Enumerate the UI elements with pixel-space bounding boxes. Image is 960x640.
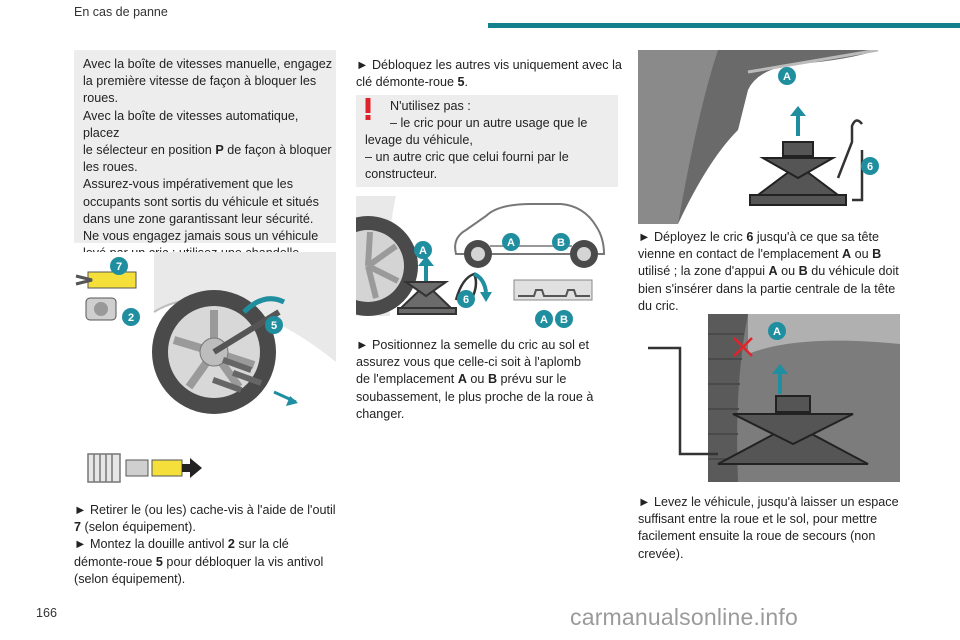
deploy-jack-label: 6: [867, 161, 873, 173]
wheel-bolt-removal-figure: 7 2 5: [74, 252, 336, 427]
jack-warning-box: N'utilisez pas : – le cric pour un autre…: [356, 95, 618, 187]
car-point-a-label: A: [507, 237, 515, 249]
col1-instructions: ► Retirer le (ou les) cache-vis à l'aide…: [74, 503, 336, 586]
underbody-point-b-label: B: [560, 314, 568, 326]
watermark: carmanualsonline.info: [570, 604, 798, 630]
unlock-bolts-step: ► Débloquez les autres vis uniquement av…: [356, 58, 622, 90]
position-jack-step: ► Positionnez la semelle du cric au sol …: [356, 338, 594, 421]
socket-assembly-figure: [87, 453, 202, 483]
underbody-point-a-label: A: [540, 314, 548, 326]
page-number: 166: [36, 606, 58, 620]
jack-point-a-label: A: [419, 245, 427, 257]
section-title: En cas de panne: [74, 5, 168, 19]
wrench-label: 5: [271, 320, 277, 332]
header-accent-bar: [488, 23, 960, 28]
jack-label: 6: [463, 294, 469, 306]
contact-point-a-label: A: [773, 326, 781, 338]
safety-note-box: Avec la boîte de vitesses manuelle, enga…: [74, 50, 336, 260]
jack-deploy-figure: A 6: [638, 50, 900, 224]
socket-label: 2: [128, 312, 134, 324]
deploy-jack-step: ► Déployez le cric 6 jusqu'à ce que sa t…: [638, 230, 899, 313]
safety-note-text: Avec la boîte de vitesses manuelle, enga…: [83, 57, 333, 260]
jack-contact-figure: A: [638, 314, 900, 482]
car-point-b-label: B: [557, 237, 565, 249]
deploy-point-a-label: A: [783, 71, 791, 83]
tool-label: 7: [116, 261, 122, 273]
lift-vehicle-step: ► Levez le véhicule, jusqu'à laisser un …: [638, 495, 899, 561]
jack-position-figure: A 6 A B A B: [356, 196, 618, 331]
warning-icon: [365, 98, 371, 120]
